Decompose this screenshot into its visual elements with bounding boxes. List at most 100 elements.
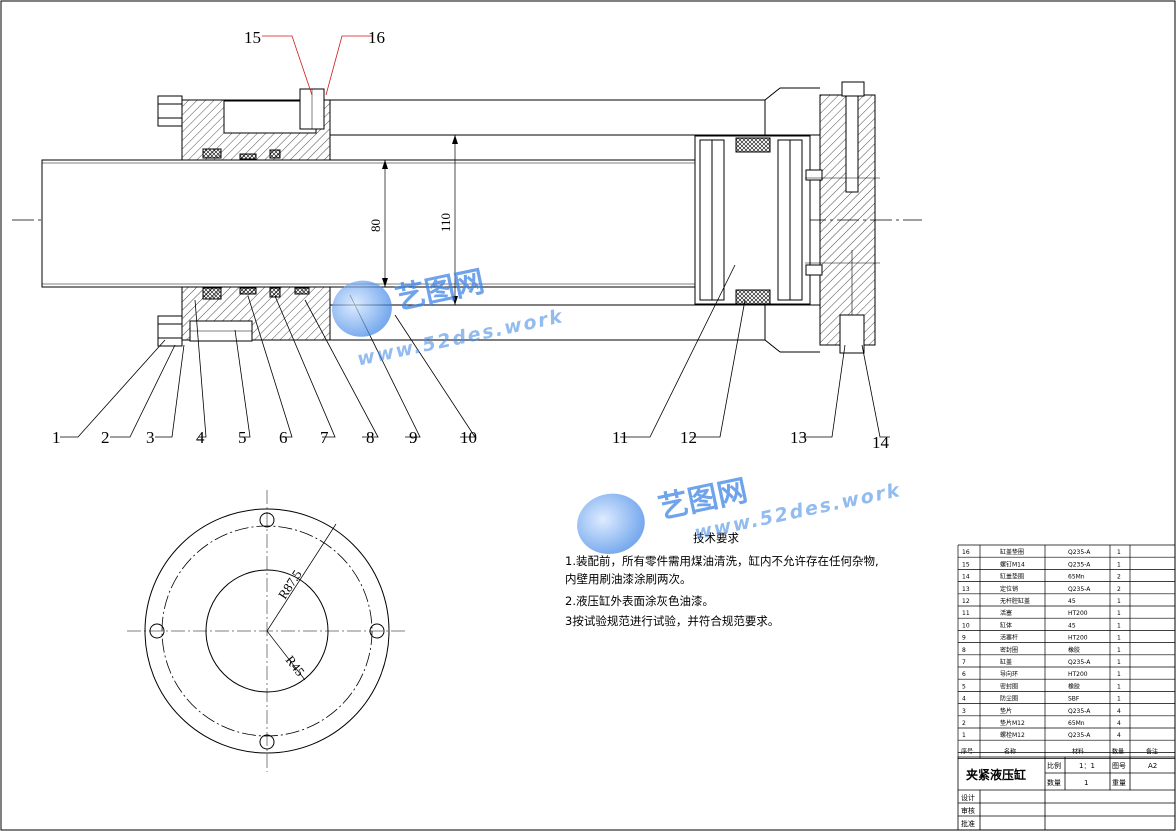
cylinder-section-view [12,81,922,354]
bom-row-no: 14 [962,574,970,581]
barrel-lower [330,304,820,353]
watermark-globe-icon-2 [577,493,645,555]
bom-row-name: 螺钉M14 [1000,560,1025,568]
tech-line-4: 3按试验规范进行试验，并符合规范要求。 [565,614,779,628]
bom-row-no: 4 [962,696,966,703]
bom-row-material: Q235-A [1068,659,1091,666]
bom-row-qty: 1 [1117,683,1121,690]
dim-rod-diameter: 80 [368,219,383,232]
watermark-globe-icon [332,280,392,337]
callout-12: 12 [680,428,697,447]
title-block-text: 夹紧液压缸 比例 1：1 图号 A2 数量 1 重量 设计 审核 批准 [961,761,1157,828]
bom-row-material: Q235-A [1068,586,1091,593]
approve-label: 批准 [961,819,975,828]
bom-header-name: 名称 [1004,747,1016,755]
bom-row-material: 45 [1068,622,1076,629]
bom-row-qty: 2 [1117,574,1121,581]
leader-lines [60,264,890,438]
bom-row-qty: 4 [1117,708,1121,715]
bom-row-material: 橡胶 [1068,682,1080,690]
bom-row-no: 8 [962,647,966,654]
bom-row-qty: 4 [1117,732,1121,739]
drawing-no-label: 图号 [1112,762,1126,770]
bom-row-qty: 4 [1117,720,1121,727]
design-label: 设计 [961,793,975,802]
bom-row-qty: 1 [1117,561,1121,568]
bom-row-qty: 1 [1117,549,1121,556]
front-gland-lower [157,286,331,347]
bom-row-qty: 1 [1117,598,1121,605]
callout-9: 9 [409,428,418,447]
callout-14: 14 [872,433,890,452]
callout-2: 2 [101,428,110,447]
bom-row-no: 2 [962,720,966,727]
tech-heading: 技术要求 [693,531,739,545]
tech-line-1: 1.装配前，所有零件需用煤油清洗，缸内不允许存在任何杂物, [565,554,879,568]
tech-line-2: 内壁用刷油漆涂刷两次。 [565,572,692,586]
callout-1: 1 [52,428,61,447]
bom-row-material: 橡胶 [1068,646,1080,654]
piston [694,135,811,305]
bom-row-name: 密封圈 [1000,682,1018,690]
bom-row-material: 65Mn [1068,574,1085,581]
bom-row-no: 11 [962,610,970,617]
bom-row-name: 螺栓M12 [1000,731,1025,739]
bom-row-qty: 1 [1117,610,1121,617]
callout-16: 16 [368,28,385,47]
dim-outer-radius: R87.5 [275,567,305,602]
callout-5: 5 [238,428,247,447]
top-leader-lines [262,35,372,96]
bom-row-no: 3 [962,708,966,715]
bom-row-material: HT200 [1068,635,1088,642]
bom-row-material: Q235-A [1068,549,1091,556]
callout-8: 8 [366,428,375,447]
bom-header-note: 备注 [1146,747,1158,755]
bom-row-name: 导向环 [1000,670,1018,678]
drawing-no-value: A2 [1148,762,1157,770]
barrel-upper [330,87,820,136]
count-label: 数量 [1047,778,1061,787]
bom-row-qty: 1 [1117,659,1121,666]
dim-bore-diameter: 110 [438,213,453,232]
bom-row-material: Q235-A [1068,561,1091,568]
bom-row-material: Q235-A [1068,732,1091,739]
bom-row-no: 1 [962,732,966,739]
bom-row-no: 9 [962,635,966,642]
title-block [957,756,1176,831]
bom-row-name: 垫片M12 [1000,719,1025,727]
bom-row-no: 15 [962,561,970,568]
bom-row-name: 防尘圈 [1000,695,1018,703]
scale-value: 1：1 [1079,762,1095,770]
watermark-2: 艺图网 www.52des.work [577,473,903,555]
piston-rod [41,159,703,288]
bom-row-name: 缸盖垫圈 [1000,548,1024,556]
bom-row-name: 活塞 [1000,609,1012,617]
callout-6: 6 [279,428,288,447]
bom-row-name: 无杆腔缸盖 [1000,597,1030,605]
bom-row-qty: 1 [1117,622,1121,629]
bom-row-qty: 1 [1117,635,1121,642]
bom-row-name: 缸盖垫圈 [1000,573,1024,581]
bom-header-qty: 数量 [1112,747,1124,755]
callout-15: 15 [244,28,261,47]
count-value: 1 [1084,779,1088,787]
bom-row-name: 定位销 [1000,585,1018,593]
bom-row-material: 45 [1068,598,1076,605]
bom-row-qty: 1 [1117,647,1121,654]
callout-10: 10 [460,428,477,447]
bom-row-name: 垫片 [1000,707,1012,715]
front-gland-upper [157,88,331,161]
check-label: 审核 [961,806,975,815]
bom-row-qty: 1 [1117,671,1121,678]
bom-row-material: 65Mn [1068,720,1085,727]
bom-row-no: 7 [962,659,966,666]
bom-row-name: 活塞杆 [1000,634,1018,642]
callout-labels: 1 2 3 4 5 6 7 8 9 10 11 12 13 14 15 16 [52,28,890,452]
bom-row-no: 12 [962,598,970,605]
callout-4: 4 [196,428,205,447]
bom-row-no: 10 [962,622,970,629]
bom-row-material: Q235-A [1068,708,1091,715]
